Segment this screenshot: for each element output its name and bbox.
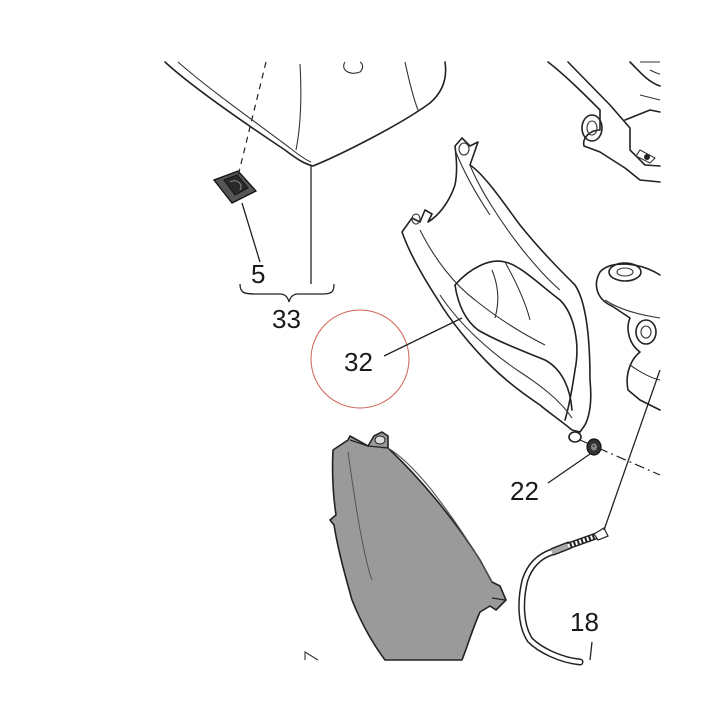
partial-part-fragment [304, 651, 319, 661]
engine-mount-part [595, 262, 661, 411]
cable-part-18 [518, 527, 609, 666]
lower-side-cover-part [329, 431, 507, 661]
leader-line-5 [241, 202, 261, 263]
callout-32: 32 [344, 347, 373, 377]
frame-bracket-part [547, 61, 661, 183]
cable-guide-line [603, 369, 661, 531]
leader-line-22 [547, 453, 591, 484]
callout-18: 18 [570, 607, 599, 637]
fastener-axis-line [237, 61, 267, 177]
leader-line-32 [383, 317, 463, 357]
mounting-axis-line [579, 439, 661, 476]
callout-22: 22 [510, 476, 539, 506]
side-panel-part-32 [401, 137, 592, 443]
grommet-part-22 [586, 438, 602, 456]
brace-33 [239, 283, 335, 303]
leader-line-18 [589, 641, 593, 661]
clip-nut-part-5 [212, 170, 258, 204]
highlight-circle-32 [310, 309, 410, 409]
tank-cover-part [164, 61, 447, 167]
callout-33: 33 [272, 304, 301, 334]
callout-5: 5 [251, 259, 265, 289]
